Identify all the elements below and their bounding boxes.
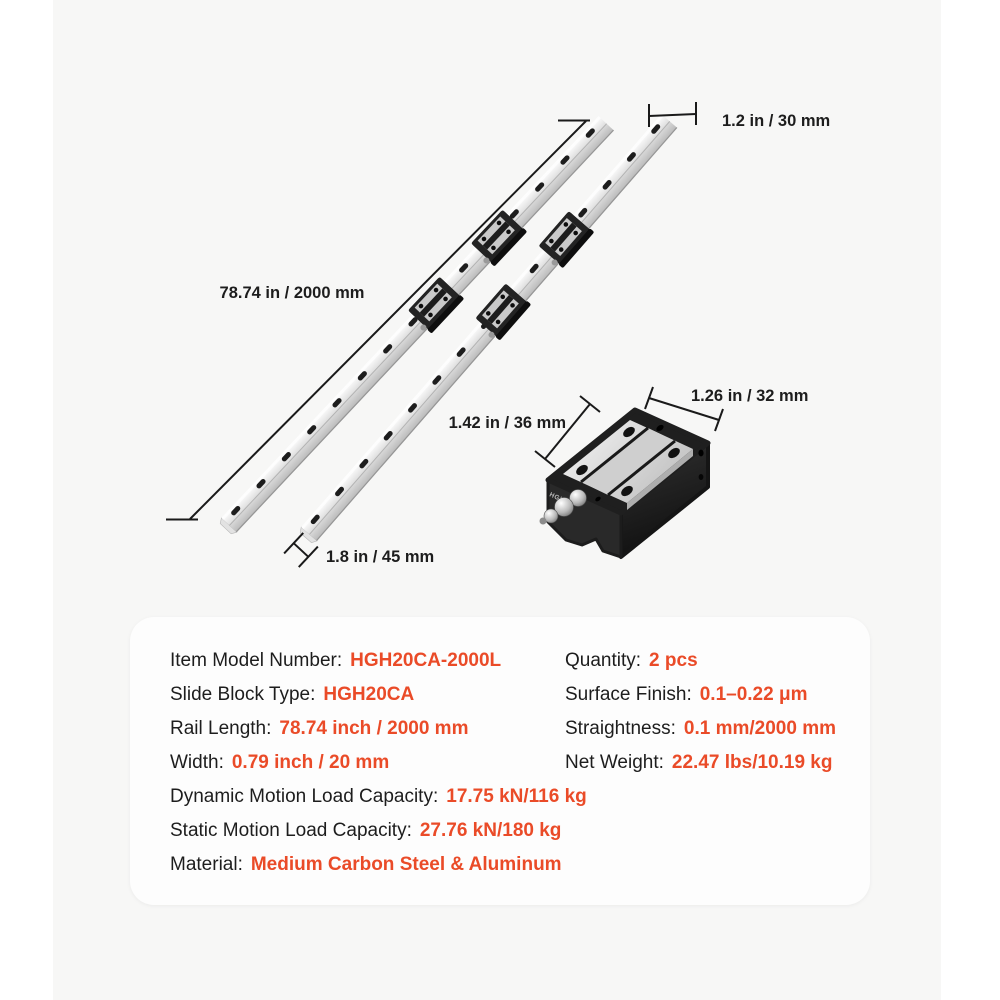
spec-row: Slide Block Type: HGH20CA <box>170 678 587 712</box>
spec-row: Quantity: 2 pcs <box>565 644 836 678</box>
spec-column-left: Item Model Number: HGH20CA-2000L Slide Bl… <box>170 644 587 882</box>
rail-base-label: 1.8 in / 45 mm <box>326 548 434 566</box>
dimension-block-length: 1.42 in / 36 mm <box>449 395 601 468</box>
spec-label: Item Model Number: <box>170 650 343 671</box>
slide-block-illustration: HGH20 <box>539 407 711 559</box>
spec-row: Surface Finish: 0.1–0.22 μm <box>565 678 836 712</box>
spec-column-right: Quantity: 2 pcs Surface Finish: 0.1–0.22 μ… <box>565 644 836 780</box>
dimension-block-width: 1.26 in / 32 mm <box>644 386 808 432</box>
rail-2 <box>299 114 678 544</box>
rail-1 <box>219 116 614 535</box>
spec-value: 27.76 kN/180 kg <box>419 820 562 841</box>
rail-mounting-holes <box>231 121 602 516</box>
spec-value: Medium Carbon Steel & Aluminum <box>250 854 562 875</box>
spec-value: HGH20CA-2000L <box>350 650 502 671</box>
rail-length-label: 78.74 in / 2000 mm <box>220 284 365 302</box>
spec-row: Straightness: 0.1 mm/2000 mm <box>565 712 836 746</box>
spec-label: Surface Finish: <box>565 684 692 705</box>
spec-label: Static Motion Load Capacity: <box>170 820 412 841</box>
spec-card: Item Model Number: HGH20CA-2000L Slide Bl… <box>130 617 870 905</box>
spec-row: Material: Medium Carbon Steel & Aluminum <box>170 848 587 882</box>
spec-row: Dynamic Motion Load Capacity: 17.75 kN/11… <box>170 780 587 814</box>
spec-row: Width: 0.79 inch / 20 mm <box>170 746 587 780</box>
spec-value: 0.1–0.22 μm <box>699 684 808 705</box>
spec-value: 0.1 mm/2000 mm <box>683 718 836 739</box>
spec-row: Item Model Number: HGH20CA-2000L <box>170 644 587 678</box>
rail-height-label: 1.2 in / 30 mm <box>722 112 830 130</box>
block-width-label: 1.26 in / 32 mm <box>691 387 808 405</box>
dimension-rail-base: 1.8 in / 45 mm <box>283 532 434 568</box>
linear-rail-diagram: 78.74 in / 2000 mm 1.2 in / 30 mm 1.8 in… <box>166 102 830 568</box>
spec-value: 78.74 inch / 2000 mm <box>279 718 469 739</box>
spec-label: Width: <box>170 752 224 773</box>
spec-label: Straightness: <box>565 718 676 739</box>
spec-value: HGH20CA <box>323 684 415 705</box>
spec-value: 2 pcs <box>649 650 698 671</box>
dimension-rail-height: 1.2 in / 30 mm <box>648 102 830 130</box>
spec-label: Dynamic Motion Load Capacity: <box>170 786 439 807</box>
spec-value: 0.79 inch / 20 mm <box>231 752 390 773</box>
spec-value: 17.75 kN/116 kg <box>446 786 587 807</box>
spec-row: Static Motion Load Capacity: 27.76 kN/180… <box>170 814 587 848</box>
spec-label: Material: <box>170 854 243 875</box>
block-length-label: 1.42 in / 36 mm <box>449 414 566 432</box>
spec-label: Rail Length: <box>170 718 272 739</box>
dimension-rail-length: 78.74 in / 2000 mm <box>166 119 590 521</box>
spec-label: Net Weight: <box>565 752 664 773</box>
spec-row: Net Weight: 22.47 lbs/10.19 kg <box>565 746 836 780</box>
spec-label: Quantity: <box>565 650 642 671</box>
spec-row: Rail Length: 78.74 inch / 2000 mm <box>170 712 587 746</box>
spec-label: Slide Block Type: <box>170 684 316 705</box>
spec-value: 22.47 lbs/10.19 kg <box>671 752 833 773</box>
grease-nipple-icon <box>539 489 587 525</box>
